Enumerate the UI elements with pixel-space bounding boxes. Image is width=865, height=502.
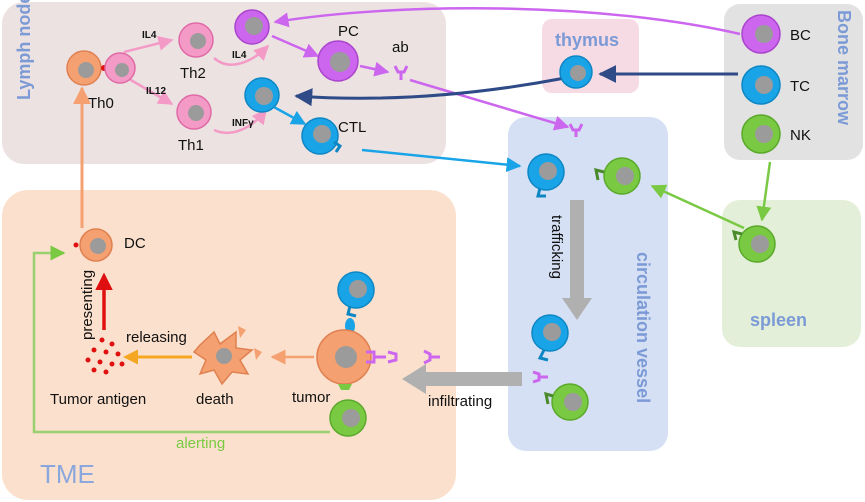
arrow-th2-to-bcell [213,44,270,66]
label-infiltrating: infiltrating [428,393,492,410]
vessel-antibody-top [568,123,584,137]
label-il4-a: IL4 [142,30,157,41]
circulation-vessel-region [508,117,668,451]
tumor-t-cell [337,271,375,334]
th0-cell [66,50,136,86]
arrow-ab-to-vessel [409,78,570,131]
ctl-cell [301,117,343,155]
label-il12: IL12 [146,86,166,97]
arrow-th0-to-th1 [123,74,174,106]
circulation-vessel-title: circulation vessel [633,252,653,403]
arrow-alerting-loop [32,245,330,434]
label-th0: Th0 [88,95,114,112]
spleen-nk-cell [731,225,776,263]
antibody-lymph [393,65,409,80]
b-cell [234,9,270,45]
infiltrating-arrow-head [402,364,426,394]
label-tumor: tumor [292,389,330,406]
label-releasing: releasing [126,329,187,346]
label-ctl: CTL [338,119,366,136]
bone-marrow-title: Bone marrow [834,10,854,126]
trafficking-arrow-head [562,298,592,320]
tumor-cell [316,329,372,390]
t-cell-lymph [244,77,280,113]
marrow-nk-cell [741,114,781,154]
label-death: death [196,391,234,408]
marrow-bc-cell [741,14,781,54]
spleen-title: spleen [750,310,807,330]
arrow-pc-to-ab [359,61,390,77]
vessel-t-cell-top [527,153,565,198]
label-dc: DC [124,235,146,252]
marrow-tc-cell [741,65,781,105]
label-nk: NK [790,127,811,144]
lymph-node-title: Lymph node [14,0,34,100]
vessel-nk-cell-bottom [544,383,589,421]
label-bc: BC [790,27,811,44]
vessel-nk-cell-top [594,157,641,195]
arrow-nk-to-spleen [756,161,772,222]
thymus-t-cell [559,55,593,89]
label-il4-b: IL4 [232,50,247,61]
arrow-thymus-to-tcell [294,76,566,107]
label-tc: TC [790,78,810,95]
label-ab: ab [392,39,409,56]
arrow-tcell-to-ctl [271,104,307,126]
trafficking-arrow-shaft [570,200,584,300]
tumor-nk-cell [329,399,367,437]
vessel-t-cell-bottom [531,314,569,362]
label-infg: INFγ [232,118,254,129]
dendritic-cell [73,228,113,262]
arrow-th1-to-tcell [213,108,267,135]
tumor-antibodies [366,349,440,365]
plasma-cell [317,40,359,82]
thymus-title: thymus [555,30,619,50]
lymph-node-region [2,2,446,164]
arrow-spleen-to-vessel [650,184,745,230]
label-th2: Th2 [180,65,206,82]
dead-tumor-cell [192,326,262,386]
infiltrating-arrow-shaft [424,372,522,386]
arrow-bc-to-bcell [273,7,741,36]
label-alerting: alerting [176,435,225,452]
tme-title: TME [40,459,95,489]
label-th1: Th1 [178,137,204,154]
vessel-antibody-bottom [532,370,548,384]
arrow-bcell-to-pc [271,34,320,58]
label-tumor-antigen: Tumor antigen [50,391,146,408]
label-trafficking: trafficking [548,215,565,279]
th1-cell [176,94,212,130]
label-presenting: presenting [79,270,96,340]
label-pc: PC [338,23,359,40]
th2-cell [178,22,214,58]
arrow-th0-to-th2 [123,35,174,54]
arrow-ctl-to-vessel [361,148,522,173]
tumor-antigen-dots [85,337,125,375]
